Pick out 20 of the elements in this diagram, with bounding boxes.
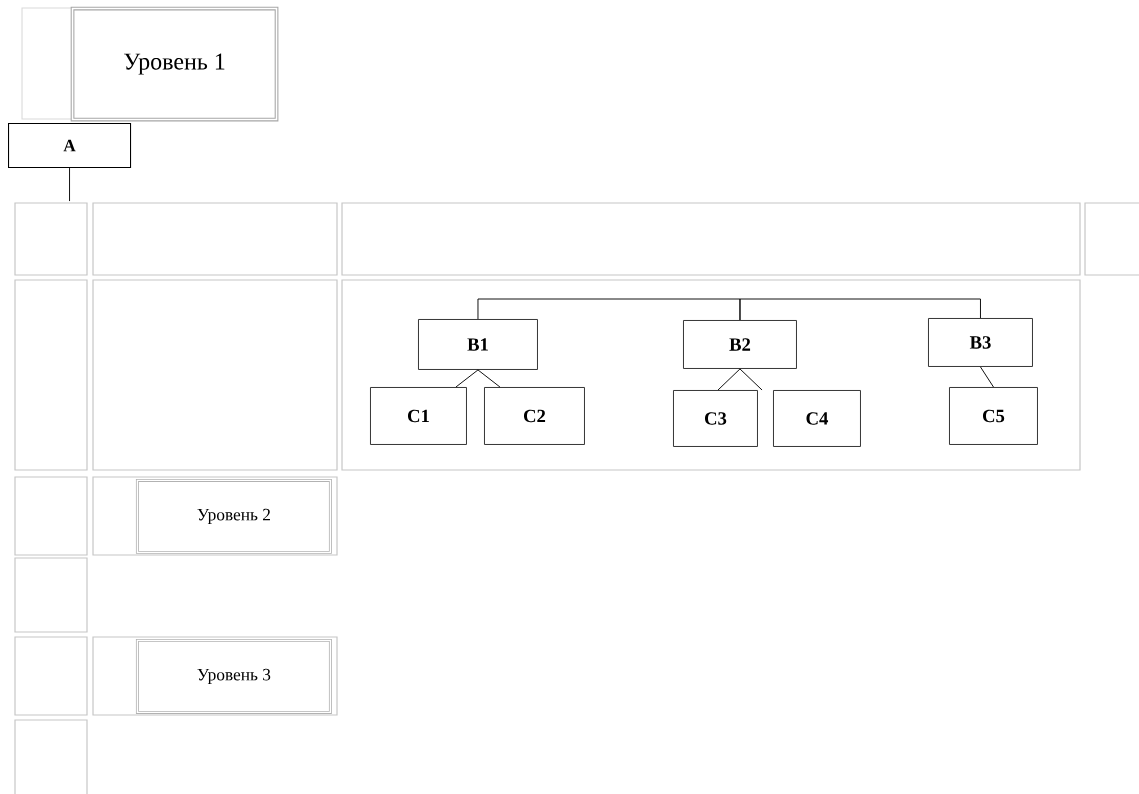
tree-box: B1	[418, 319, 538, 370]
tree-box: C2	[484, 387, 585, 445]
tree-box: C5	[949, 387, 1038, 445]
tree-box: C1	[370, 387, 467, 445]
connector-line	[477, 369, 501, 388]
connector-line	[739, 298, 981, 321]
tree-box: B3	[928, 318, 1033, 367]
connector-line	[69, 167, 70, 202]
tree-box: C4	[773, 390, 861, 447]
connector-line	[980, 366, 994, 388]
level-box: Уровень 3	[135, 638, 332, 714]
level-box: Уровень 1	[70, 6, 279, 122]
connector-line	[477, 298, 741, 321]
tree-box: B2	[683, 320, 797, 369]
connector-line	[717, 368, 741, 391]
connector-line	[739, 368, 763, 391]
level-box: Уровень 2	[135, 478, 332, 554]
root-box: A	[8, 123, 132, 169]
tree-box: C3	[673, 390, 758, 447]
connector-line	[455, 369, 479, 388]
